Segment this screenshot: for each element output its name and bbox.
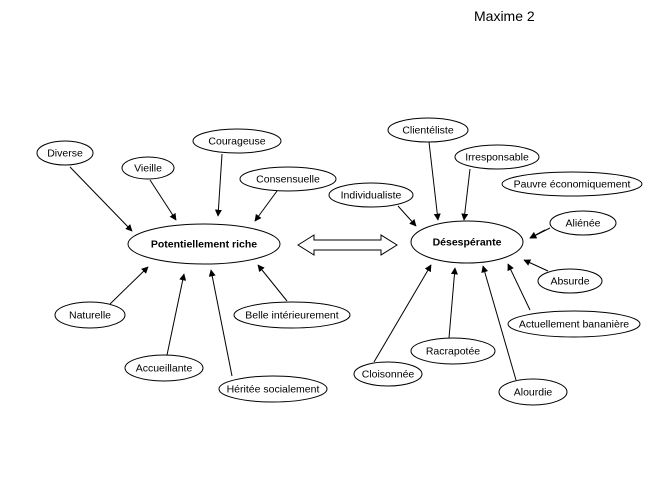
arrow-individualiste-to-right	[397, 205, 417, 227]
hub-right: Désespérante	[410, 220, 524, 264]
double-arrow-link	[297, 234, 398, 256]
node-pauvre: Pauvre économiquement	[501, 171, 643, 197]
node-heritee-label: Héritée socialement	[227, 384, 320, 396]
node-irresponsable-label: Irresponsable	[465, 152, 529, 164]
hub-right-ellipse	[410, 220, 524, 264]
arrow-diverse-to-left	[69, 166, 133, 232]
node-bananiere: Actuellement bananière	[507, 310, 641, 338]
arrow-alourdie-to-right	[481, 265, 517, 381]
node-belle: Belle intérieurement	[233, 301, 351, 329]
node-irresponsable-ellipse	[454, 144, 540, 170]
arrow-clienteliste-to-right	[428, 141, 441, 221]
node-consensuelle-ellipse	[239, 166, 337, 192]
arrow-cloisonnee-to-right	[373, 264, 432, 363]
node-racrapotee-label: Racrapotée	[426, 346, 480, 358]
node-clienteliste-ellipse	[387, 117, 469, 143]
node-individualiste-ellipse	[328, 182, 414, 208]
arrow-racrapotee-to-right	[448, 267, 458, 339]
node-alourdie: Alourdie	[498, 378, 568, 406]
node-accueillante: Accueillante	[124, 354, 204, 382]
arrow-belle-to-left	[257, 264, 288, 302]
node-alienee-ellipse	[549, 210, 617, 236]
node-consensuelle-label: Consensuelle	[256, 174, 320, 186]
node-vieille-label: Vieille	[134, 163, 162, 175]
node-cloisonnee: Cloisonnée	[353, 361, 423, 387]
arrow-irresponsable-to-right	[461, 168, 471, 221]
arrow-vieille-to-left	[149, 179, 177, 221]
node-naturelle: Naturelle	[54, 301, 126, 329]
node-irresponsable: Irresponsable	[454, 144, 540, 170]
node-belle-label: Belle intérieurement	[245, 310, 338, 322]
node-naturelle-label: Naturelle	[69, 310, 111, 322]
node-vieille: Vieille	[121, 156, 175, 180]
node-racrapotee-ellipse	[410, 337, 496, 365]
node-alienee: Aliénée	[549, 210, 617, 236]
arrow-consensuelle-to-left	[254, 190, 278, 222]
node-vieille-ellipse	[121, 156, 175, 180]
node-heritee-ellipse	[218, 375, 328, 403]
node-belle-ellipse	[233, 301, 351, 329]
hub-left: Potentiellement riche	[127, 223, 281, 265]
node-bananiere-label: Actuellement bananière	[519, 319, 629, 331]
node-diverse-ellipse	[36, 140, 94, 166]
node-consensuelle: Consensuelle	[239, 166, 337, 192]
hub-left-ellipse	[127, 223, 281, 265]
node-individualiste: Individualiste	[328, 182, 414, 208]
arrow-absurde-to-right	[523, 259, 549, 272]
node-heritee: Héritée socialement	[218, 375, 328, 403]
node-pauvre-label: Pauvre économiquement	[514, 179, 631, 191]
node-courageuse-ellipse	[192, 128, 282, 154]
node-accueillante-label: Accueillante	[136, 363, 193, 375]
node-clienteliste-label: Clientéliste	[402, 125, 454, 137]
arrow-courageuse-to-left	[214, 153, 223, 217]
node-absurde-ellipse	[537, 268, 603, 294]
hub-right-label: Désespérante	[433, 237, 502, 249]
node-pauvre-ellipse	[501, 171, 643, 197]
node-clienteliste: Clientéliste	[387, 117, 469, 143]
arrow-right-to-alienee	[529, 229, 546, 239]
node-racrapotee: Racrapotée	[410, 337, 496, 365]
node-individualiste-label: Individualiste	[341, 190, 402, 202]
node-accueillante-ellipse	[124, 354, 204, 382]
node-absurde: Absurde	[537, 268, 603, 294]
node-courageuse: Courageuse	[192, 128, 282, 154]
node-absurde-label: Absurde	[550, 276, 589, 288]
node-alienee-label: Aliénée	[565, 218, 600, 230]
node-alourdie-label: Alourdie	[514, 387, 553, 399]
node-cloisonnee-label: Cloisonnée	[362, 369, 415, 381]
node-diverse-label: Diverse	[47, 148, 83, 160]
diagram-title: Maxime 2	[474, 8, 535, 24]
node-alourdie-ellipse	[498, 378, 568, 406]
node-courageuse-label: Courageuse	[208, 136, 265, 148]
node-cloisonnee-ellipse	[353, 361, 423, 387]
node-naturelle-ellipse	[54, 301, 126, 329]
arrow-bananiere-to-right	[507, 263, 531, 311]
arrow-accueillante-to-left	[166, 273, 187, 356]
arrow-heritee-to-left	[208, 269, 233, 377]
node-bananiere-ellipse	[507, 310, 641, 338]
node-diverse: Diverse	[36, 140, 94, 166]
hub-left-label: Potentiellement riche	[151, 239, 257, 251]
arrow-naturelle-to-left	[109, 266, 149, 305]
